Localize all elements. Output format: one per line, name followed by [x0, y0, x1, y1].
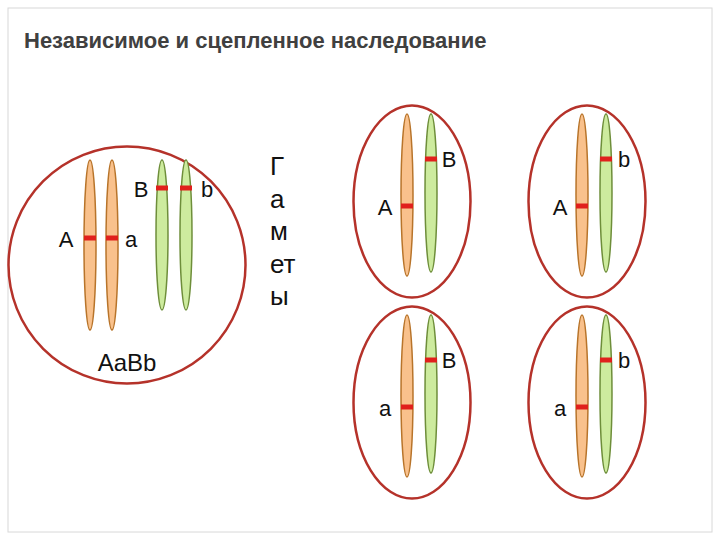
- allele-label-wrap: B: [442, 147, 457, 173]
- allele-label: b: [618, 147, 630, 172]
- allele-label: A: [378, 195, 393, 220]
- gene-locus: [180, 186, 192, 191]
- gamete-cell: Ba: [352, 305, 472, 500]
- cell-outline: [352, 305, 472, 500]
- gene-locus: [106, 236, 118, 241]
- chromosome: [576, 114, 588, 276]
- allele-label: a: [554, 396, 566, 421]
- gene-locus: [401, 204, 413, 209]
- allele-label-wrap: B: [134, 177, 149, 203]
- vertical-label-wrap: Гаметы: [270, 150, 296, 313]
- allele-label-wrap: a: [554, 396, 566, 422]
- gene-locus: [425, 157, 437, 162]
- chromosome: [401, 114, 413, 276]
- genotype-label: AaBb: [98, 349, 157, 376]
- cell-membrane: [529, 106, 646, 298]
- allele-label: a: [125, 227, 137, 252]
- chromosome: [156, 160, 168, 310]
- allele-label: b: [201, 177, 213, 202]
- allele-label-wrap: A: [59, 227, 74, 253]
- allele-label-wrap: b: [618, 348, 630, 374]
- cell-outline: [527, 104, 647, 299]
- allele-label: B: [442, 348, 457, 373]
- title-text: Независимое и сцепленное наследование: [24, 28, 486, 53]
- cell-outline: [527, 305, 647, 500]
- allele-label-wrap: B: [442, 348, 457, 374]
- allele-label-wrap: A: [378, 195, 393, 221]
- gene-locus: [425, 358, 437, 363]
- allele-label-wrap: b: [201, 177, 213, 203]
- allele-label: a: [379, 396, 391, 421]
- allele-label: A: [553, 195, 568, 220]
- gene-locus: [600, 358, 612, 363]
- allele-label: B: [134, 177, 149, 202]
- gametes-label: Гаметы: [270, 150, 296, 313]
- allele-label-wrap: a: [379, 396, 391, 422]
- gene-locus: [600, 157, 612, 162]
- allele-label-wrap: A: [553, 195, 568, 221]
- allele-label-wrap: a: [125, 227, 137, 253]
- chromosome: [106, 160, 118, 330]
- allele-label: A: [59, 227, 74, 252]
- gene-locus: [156, 186, 168, 191]
- gene-locus: [84, 236, 96, 241]
- frame-line: [8, 8, 712, 532]
- chromosome: [180, 160, 192, 310]
- chromosome: [600, 114, 612, 272]
- allele-label-wrap: b: [618, 147, 630, 173]
- cell-outline: [352, 104, 472, 299]
- gene-locus: [401, 405, 413, 410]
- chromosome: [600, 315, 612, 473]
- gene-locus: [576, 204, 588, 209]
- cell-membrane: [354, 106, 471, 298]
- gamete-cell: ba: [527, 305, 647, 500]
- cell-circle: BbAaAaBb: [7, 145, 247, 385]
- allele-label-wrap: AaBb: [98, 349, 157, 377]
- allele-label: B: [442, 147, 457, 172]
- chromosome: [425, 315, 437, 473]
- chromosome: [84, 160, 96, 330]
- gamete-cell: bA: [527, 104, 647, 299]
- allele-label: b: [618, 348, 630, 373]
- chromosome: [401, 315, 413, 477]
- cell-membrane: [9, 147, 246, 384]
- chromosome: [425, 114, 437, 272]
- gamete-cell: BA: [352, 104, 472, 299]
- cell-membrane: [529, 307, 646, 499]
- gene-locus: [576, 405, 588, 410]
- chromosome: [576, 315, 588, 477]
- slide-title: Независимое и сцепленное наследование: [24, 28, 486, 54]
- cell-membrane: [354, 307, 471, 499]
